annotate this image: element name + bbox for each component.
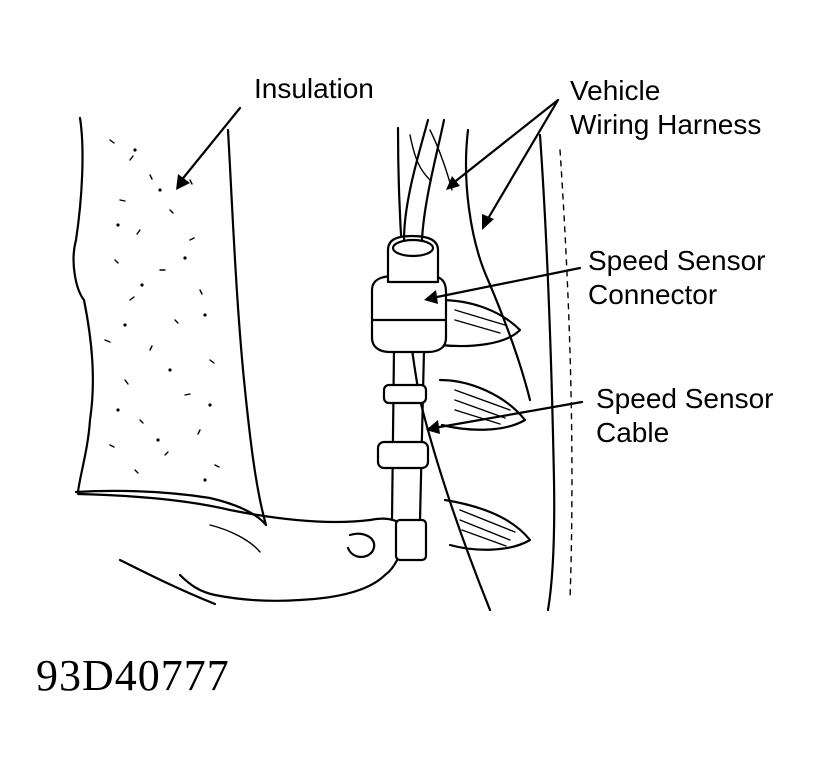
insulation-panel	[72, 116, 268, 527]
cable-label: Speed Sensor Cable	[596, 382, 773, 450]
harness-label-line2: Wiring Harness	[570, 109, 762, 140]
figure-id: 93D40777	[36, 651, 230, 700]
speed-sensor-assembly	[370, 118, 448, 562]
insulation-label: Insulation	[254, 73, 374, 104]
connector-label-line1: Speed Sensor	[588, 245, 766, 276]
cable-label-line2: Cable	[596, 417, 670, 448]
hand	[76, 492, 408, 606]
cable-label-line1: Speed Sensor	[596, 383, 774, 414]
harness-label: Vehicle Wiring Harness	[570, 74, 761, 142]
leader-arrows	[176, 98, 584, 434]
harness-label-line1: Vehicle	[570, 75, 661, 106]
connector-label-line2: Connector	[588, 279, 718, 310]
connector-label: Speed Sensor Connector	[588, 244, 765, 312]
